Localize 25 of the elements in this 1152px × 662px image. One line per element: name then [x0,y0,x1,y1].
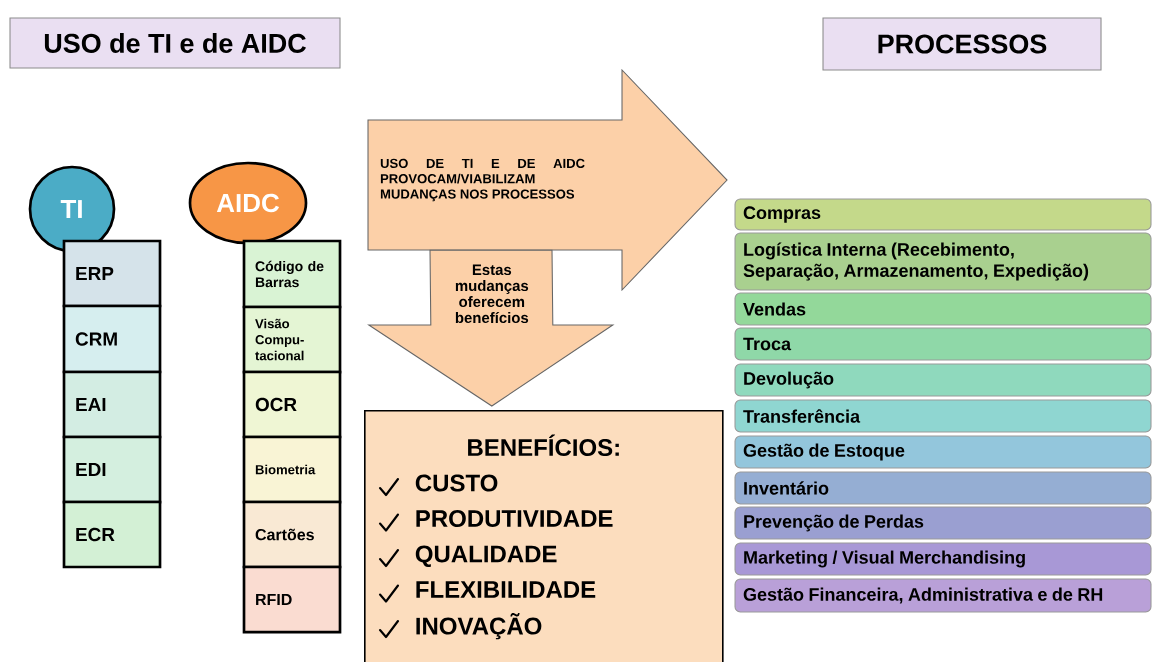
process-bar: Troca [734,327,1152,361]
list-cell: OCR [242,370,342,439]
process-bar: Marketing / Visual Merchandising [734,542,1152,576]
process-bar: Transferência [734,399,1152,433]
process-bar: Inventário [734,471,1152,505]
list-cell: Código de Barras [242,239,342,309]
list-cell: ERP [62,239,162,308]
process-bar: Devolução [734,363,1152,397]
process-bar: Compras [734,198,1152,231]
process-bar: Logística Interna (Recebimento, Separação, Armazenamento, Expedição) [734,232,1152,291]
list-cell: Visão Compu- tacional [242,305,342,374]
process-bar: Prevenção de Perdas [734,506,1152,540]
process-bar: Gestão Financeira, Administrativa e de RH [734,578,1152,613]
list-cell: Cartões [242,500,342,569]
list-cell: Biometria [242,435,342,504]
heading-box: USO de TI e de AIDC [9,17,341,69]
list-cell: ECR [62,500,162,569]
list-cell: EAI [62,370,162,439]
benefits-box: BENEFÍCIOS: CUSTO PRODUTIVIDADE QUALIDADE FLEXIBILIDADE INOVAÇÃO [364,410,724,662]
list-cell: CRM [62,304,162,374]
list-cell: EDI [62,435,162,504]
list-cell: RFID [242,565,342,634]
heading-box: PROCESSOS [822,17,1102,71]
process-bar: Vendas [734,292,1152,326]
process-bar: Gestão de Estoque [734,435,1152,469]
